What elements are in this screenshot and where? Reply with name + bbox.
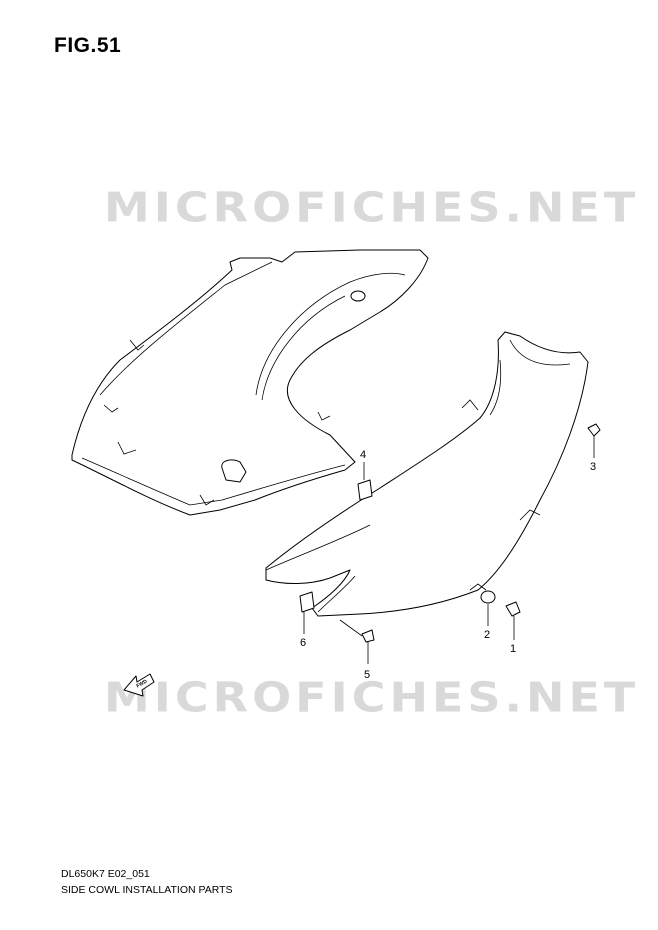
screw-3[interactable] — [587, 423, 601, 458]
watermark-top: MICROFICHES.NET — [104, 182, 640, 232]
nut-clip-6[interactable] — [299, 591, 315, 634]
callout-5: 5 — [364, 669, 370, 681]
footer-caption: SIDE COWL INSTALLATION PARTS — [61, 884, 233, 896]
figure-title: FIG.51 — [54, 34, 122, 57]
callout-1: 1 — [510, 643, 516, 655]
grommet-2[interactable] — [480, 590, 496, 626]
left-side-cowl[interactable] — [71, 249, 429, 516]
callout-2: 2 — [484, 629, 490, 641]
callout-6: 6 — [300, 637, 306, 649]
fwd-arrow-icon: FWD — [123, 673, 155, 697]
nut-clip-4[interactable] — [357, 462, 373, 501]
fwd-label: FWD — [136, 678, 149, 689]
callout-3: 3 — [590, 461, 596, 473]
screw-5[interactable] — [339, 619, 375, 664]
right-side-cowl[interactable] — [265, 331, 589, 617]
watermark-bottom: MICROFICHES.NET — [104, 672, 640, 722]
footer-code: DL650K7 E02_051 — [61, 868, 150, 880]
bolt-1[interactable] — [505, 601, 521, 640]
callout-4: 4 — [360, 449, 366, 461]
